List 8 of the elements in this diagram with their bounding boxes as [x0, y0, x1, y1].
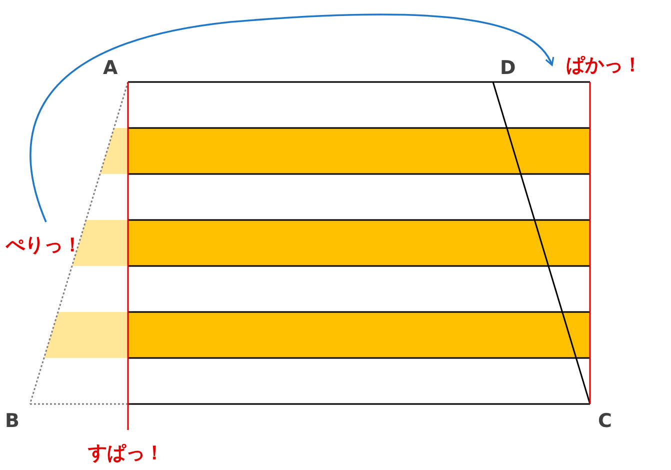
exclamation-text: すぱっ！	[88, 441, 164, 466]
vertex-label: B	[5, 410, 20, 432]
exclamation-text: ぱかっ！	[566, 54, 642, 76]
vertex-label: D	[500, 57, 516, 79]
curved-arrow	[30, 14, 554, 222]
exclamation-text: ぺりっ！	[6, 234, 82, 256]
vertex-label: C	[598, 410, 612, 432]
vertex-label: A	[103, 57, 118, 79]
